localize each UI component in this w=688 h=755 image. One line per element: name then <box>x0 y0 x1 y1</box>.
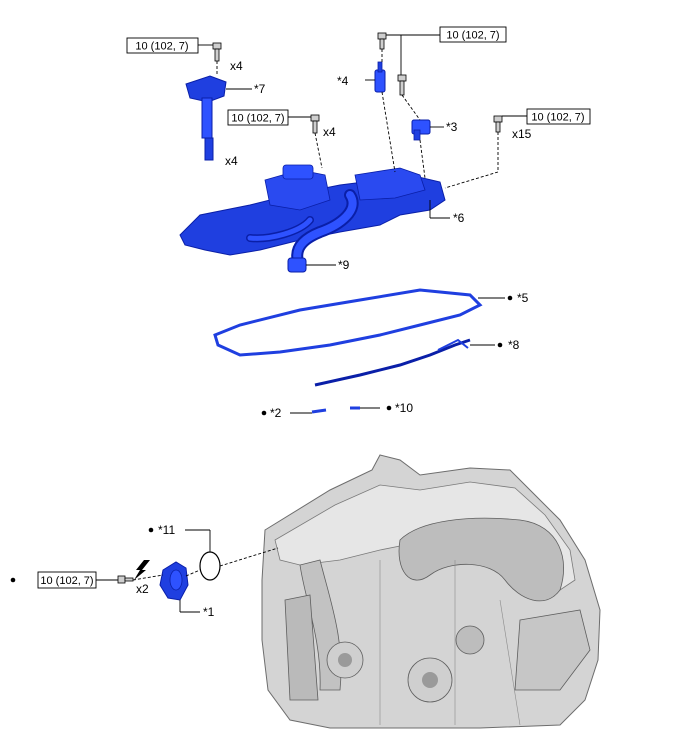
dot-5 <box>507 295 513 301</box>
o-ring <box>199 551 221 581</box>
dot-left <box>10 577 16 583</box>
qty-cover-bolt-left: x4 <box>323 125 336 139</box>
callout-3: *3 <box>446 120 458 134</box>
leader-lines <box>96 34 527 613</box>
dot-11 <box>148 527 154 533</box>
engine-assembly <box>261 454 601 729</box>
torque-label-pump: 10 (102, 7) <box>37 571 97 589</box>
svg-text:10 (102, 7): 10 (102, 7) <box>531 112 584 124</box>
sensor-3 <box>411 119 431 141</box>
ignition-coil <box>185 75 227 161</box>
svg-text:10 (102, 7): 10 (102, 7) <box>135 41 188 53</box>
torque-label-ignition: 10 (102, 7) <box>126 37 199 54</box>
bolt-sensor-3 <box>397 74 407 96</box>
svg-text:10 (102, 7): 10 (102, 7) <box>231 113 284 125</box>
new-part-markers <box>10 295 513 583</box>
bolt-cover-right <box>493 115 503 133</box>
svg-text:10 (102, 7): 10 (102, 7) <box>40 575 93 587</box>
callout-8: *8 <box>508 338 520 352</box>
callout-2: *2 <box>270 406 282 420</box>
callout-1: *1 <box>203 605 215 619</box>
torque-label-sensors: 10 (102, 7) <box>439 26 507 43</box>
bolt-pump <box>117 575 134 584</box>
gasket-2 <box>311 408 327 414</box>
torque-label-cover-left: 10 (102, 7) <box>227 109 289 126</box>
svg-text:10 (102, 7): 10 (102, 7) <box>446 30 499 42</box>
bolt-ignition <box>212 42 222 62</box>
qty-ignition-coil: x4 <box>225 154 238 168</box>
qty-pump-bolt: x2 <box>136 582 149 596</box>
callout-5: *5 <box>517 291 529 305</box>
dot-2 <box>261 410 267 416</box>
callout-4: *4 <box>337 74 349 88</box>
ventilation-hose <box>246 189 359 273</box>
torque-label-cover-right: 10 (102, 7) <box>526 108 591 125</box>
qty-ignition-bolt: x4 <box>230 59 243 73</box>
callout-7: *7 <box>254 82 266 96</box>
callout-10: *10 <box>395 401 413 415</box>
pump-part <box>159 561 189 601</box>
callout-6: *6 <box>453 211 465 225</box>
gasket-8 <box>314 338 471 387</box>
callout-11: *11 <box>158 523 175 537</box>
qty-cover-bolt-right: x15 <box>512 127 532 141</box>
bolt-cover-left <box>310 114 320 134</box>
callout-9: *9 <box>338 258 350 272</box>
dot-8 <box>497 342 503 348</box>
cylinder-head-cover <box>179 164 446 256</box>
bolt-sensor-4 <box>377 32 387 50</box>
sensor-4 <box>374 61 386 93</box>
arrow-icon <box>134 560 150 580</box>
dot-10 <box>386 405 392 411</box>
cover-gasket <box>213 288 483 357</box>
